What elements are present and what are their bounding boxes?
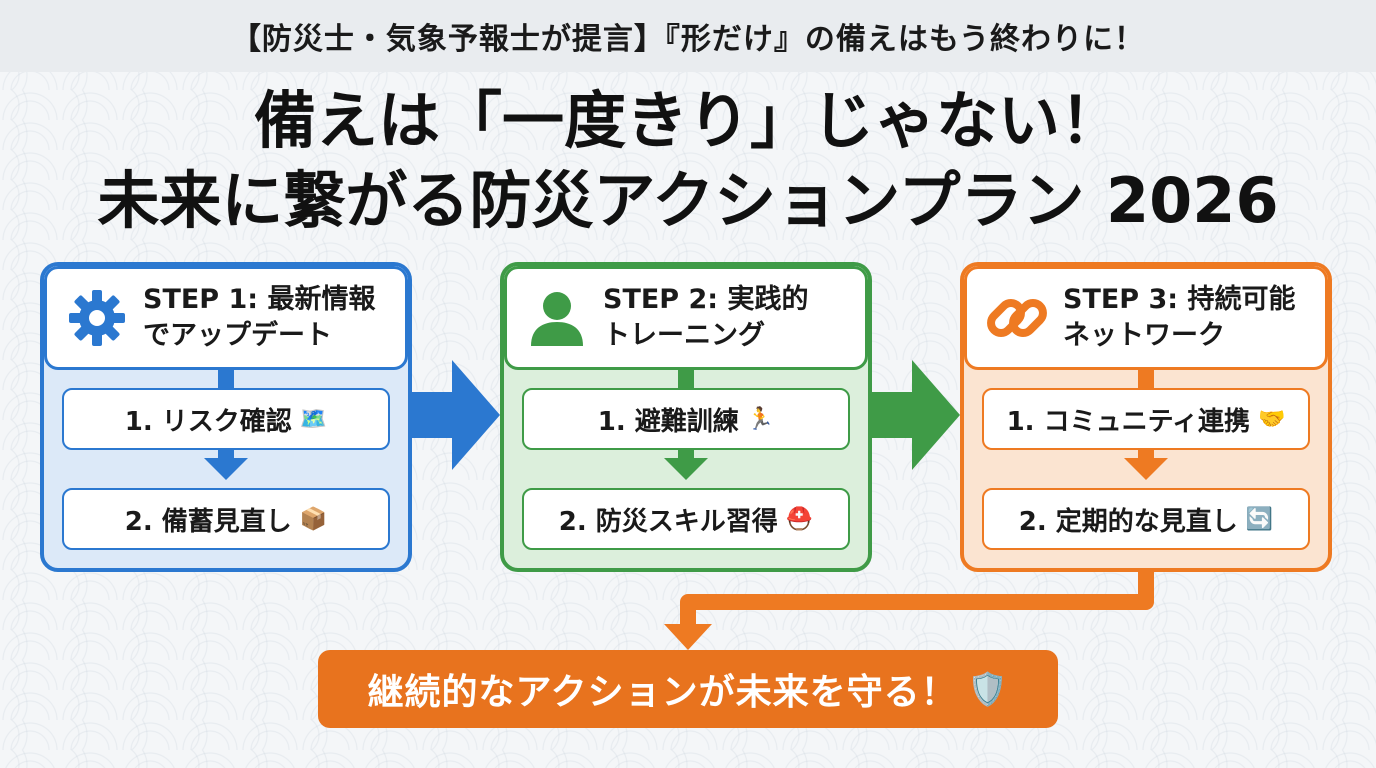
step1-panel: STEP 1: 最新情報 でアップデート 1. リスク確認 🗺️ 2. 備蓄見直… — [40, 262, 412, 572]
step2-connector-mid — [678, 448, 694, 458]
step3-item-1: 1. コミュニティ連携 🤝 — [982, 388, 1310, 450]
banner-text: 【防災士・気象予報士が提言】『形だけ』の備えはもう終わりに！ — [230, 22, 1146, 57]
step2-item-2: 2. 防災スキル習得 ⛑️ — [522, 488, 850, 550]
step3-item-2-label: 2. 定期的な見直し — [1018, 506, 1238, 537]
step3-title-line1: STEP 3: 持続可能 — [1063, 283, 1296, 315]
step3-header: STEP 3: 持続可能 ネットワーク — [964, 266, 1328, 370]
conclusion-banner: 継続的なアクションが未来を守る！ 🛡️ — [318, 650, 1058, 728]
step1-item-2-label: 2. 備蓄見直し — [124, 506, 292, 537]
step3-arrow-down — [1124, 458, 1168, 480]
shield-icon: 🛡️ — [967, 670, 1009, 708]
step1-connector-mid — [218, 448, 234, 458]
step2-connector-top — [678, 370, 694, 388]
step1-item-1: 1. リスク確認 🗺️ — [62, 388, 390, 450]
step3-item-2: 2. 定期的な見直し 🔄 — [982, 488, 1310, 550]
step2-item-1-label: 1. 避難訓練 — [597, 406, 739, 437]
step3-title-line2: ネットワーク — [1063, 320, 1225, 351]
runner-icon: 🏃 — [746, 406, 775, 432]
step1-title-line2: でアップデート — [143, 320, 332, 351]
step2-item-1: 1. 避難訓練 🏃 — [522, 388, 850, 450]
gear-icon — [69, 290, 125, 346]
refresh-icon: 🔄 — [1245, 506, 1274, 532]
step1-header: STEP 1: 最新情報 でアップデート — [44, 266, 408, 370]
step1-title-line1: STEP 1: 最新情報 — [143, 283, 376, 315]
step2-arrow-down — [664, 458, 708, 480]
step3-connector-top — [1138, 370, 1154, 388]
step2-to-step3-arrow — [872, 360, 960, 470]
step2-title-line1: STEP 2: 実践的 — [603, 283, 809, 315]
step2-panel: STEP 2: 実践的 トレーニング 1. 避難訓練 🏃 2. 防災スキル習得 … — [500, 262, 872, 572]
handshake-icon: 🤝 — [1258, 406, 1286, 432]
step3-connector-mid — [1138, 448, 1154, 458]
helmet-icon: ⛑️ — [785, 506, 814, 532]
chain-link-icon — [987, 299, 1047, 337]
step3-panel: STEP 3: 持続可能 ネットワーク 1. コミュニティ連携 🤝 2. 定期的… — [960, 262, 1332, 572]
step1-arrow-down — [204, 458, 248, 480]
step1-item-2: 2. 備蓄見直し 📦 — [62, 488, 390, 550]
step1-item-1-label: 1. リスク確認 — [124, 406, 292, 437]
step1-to-step2-arrow — [412, 360, 500, 470]
map-icon: 🗺️ — [299, 406, 328, 432]
step2-item-2-label: 2. 防災スキル習得 — [558, 506, 778, 537]
step2-title-line2: トレーニング — [603, 320, 765, 351]
main-title-line1: 備えは「一度きり」じゃない！ — [253, 84, 1122, 157]
main-title-line2: 未来に繋がる防災アクションプラン 2026 — [97, 164, 1279, 237]
step1-connector-top — [218, 370, 234, 388]
conclusion-label: 継続的なアクションが未来を守る！ — [367, 672, 958, 713]
step3-item-1-label: 1. コミュニティ連携 — [1006, 406, 1251, 437]
step2-header: STEP 2: 実践的 トレーニング — [504, 266, 868, 370]
package-icon: 📦 — [299, 506, 328, 532]
person-icon — [531, 292, 583, 346]
top-banner: 【防災士・気象予報士が提言】『形だけ』の備えはもう終わりに！ — [0, 0, 1376, 72]
